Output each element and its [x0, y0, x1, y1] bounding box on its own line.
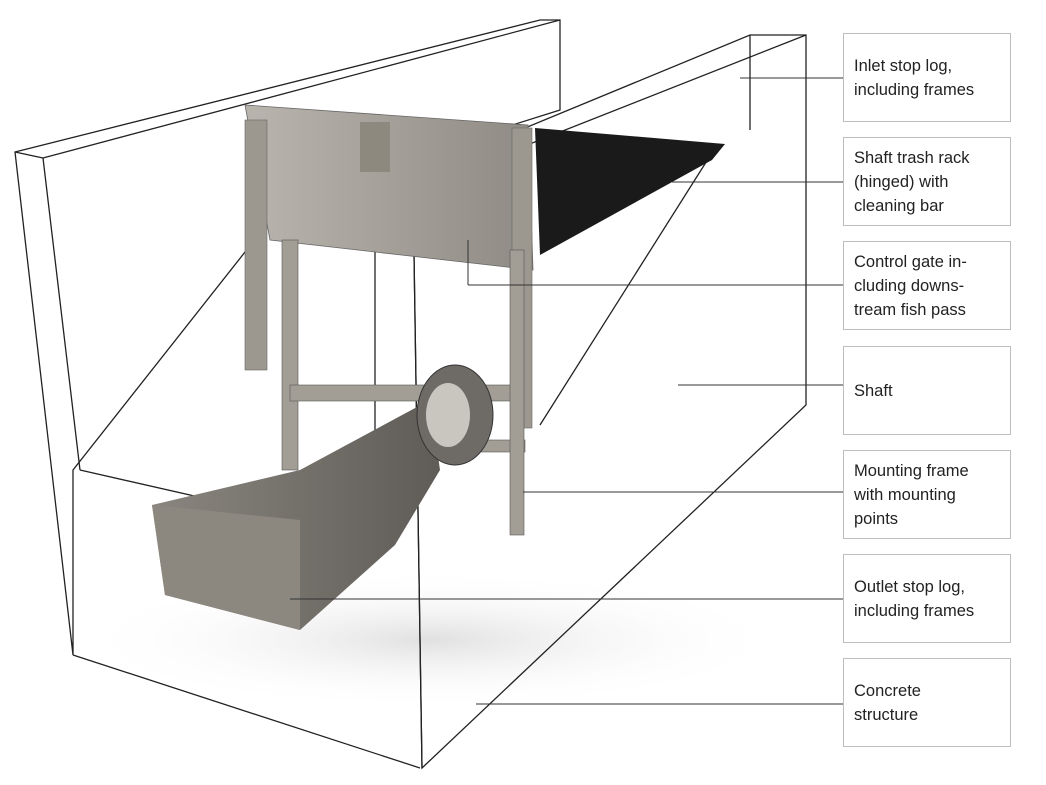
control-gate-cone — [426, 383, 470, 447]
label-line: Inlet stop log, — [854, 56, 953, 75]
label-line: Control gate in- — [854, 252, 967, 271]
trash-rack — [535, 128, 725, 255]
label-line: with mounting — [854, 485, 956, 504]
label-outlet-stop-log: Outlet stop log, including frames — [843, 554, 1011, 643]
label-line: Mounting frame — [854, 461, 969, 480]
label-line: including frames — [854, 601, 975, 620]
label-line: cluding downs- — [854, 276, 965, 295]
label-shaft-trash-rack: Shaft trash rack (hinged) with cleaning ba… — [843, 137, 1011, 226]
label-inlet-stop-log: Inlet stop log, including frames — [843, 33, 1011, 122]
label-line: structure — [854, 705, 919, 724]
label-line: tream fish pass — [854, 300, 966, 319]
label-line: Concrete — [854, 681, 921, 700]
outlet-stop-log-face — [152, 505, 300, 630]
label-line: including frames — [854, 80, 975, 99]
label-line: cleaning bar — [854, 196, 944, 215]
label-line: Shaft trash rack — [854, 148, 970, 167]
label-line: Shaft — [854, 381, 893, 400]
label-line: points — [854, 509, 899, 528]
label-mounting-frame: Mounting frame with mounting points — [843, 450, 1011, 539]
label-line: Outlet stop log, — [854, 577, 965, 596]
label-concrete-structure: Concrete structure — [843, 658, 1011, 747]
label-shaft: Shaft — [843, 346, 1011, 435]
label-line: (hinged) with — [854, 172, 949, 191]
leader-lines — [290, 77, 843, 705]
label-control-gate: Control gate in-cluding downs-tream fish… — [843, 241, 1011, 330]
